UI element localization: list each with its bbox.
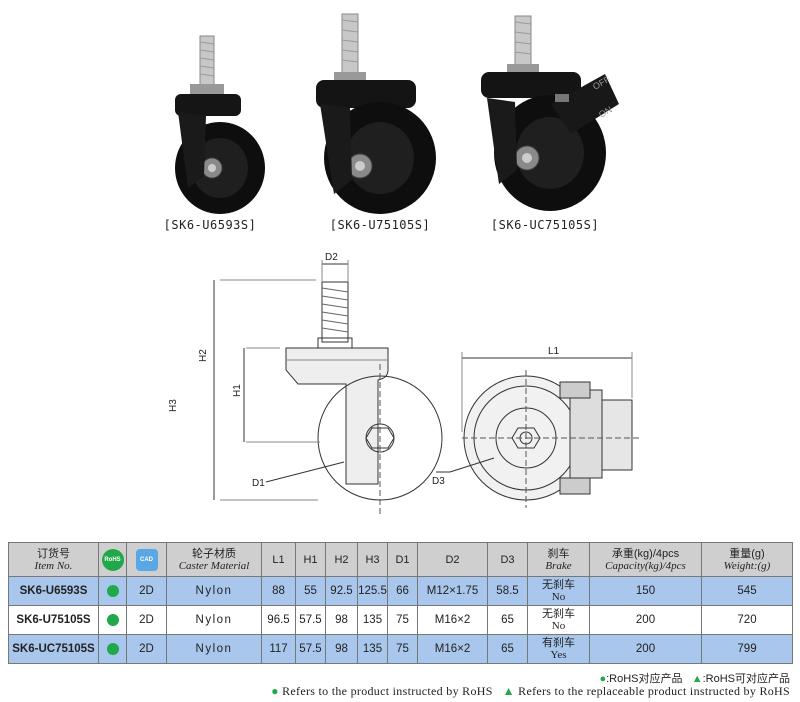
cell-h3: 125.5 bbox=[357, 576, 388, 606]
cell-weight: 799 bbox=[701, 634, 793, 664]
l1-label: L1 bbox=[548, 346, 560, 357]
cell-d1: 75 bbox=[387, 605, 418, 635]
legend-cn: ●:RoHS对应产品 ▲:RoHS可对应产品 bbox=[599, 673, 790, 685]
green-triangle-icon: ▲ bbox=[691, 673, 703, 685]
product-model-label: [SK6-U75105S] bbox=[329, 218, 431, 232]
cell-item: SK6-U6593S bbox=[8, 576, 99, 606]
d2-label: D2 bbox=[325, 252, 338, 263]
cell-h2: 92.5 bbox=[325, 576, 358, 606]
cell-l1: 96.5 bbox=[261, 605, 296, 635]
cell-h1: 55 bbox=[295, 576, 326, 606]
product-2: [SK6-U75105S] bbox=[290, 8, 470, 232]
product-1: [SK6-U6593S] bbox=[120, 8, 300, 232]
cell-d2: M16×2 bbox=[417, 634, 488, 664]
green-dot-icon bbox=[106, 642, 119, 655]
col-d3: D3 bbox=[487, 542, 528, 577]
cell-capacity: 200 bbox=[589, 634, 702, 664]
cell-item: SK6-U75105S bbox=[8, 605, 99, 635]
col-l1: L1 bbox=[261, 542, 296, 577]
product-3: OFF ON [SK6-UC75105S] bbox=[455, 8, 635, 232]
col-d1: D1 bbox=[387, 542, 418, 577]
cell-l1: 117 bbox=[261, 634, 296, 664]
cell-rohs bbox=[98, 605, 127, 635]
col-h1: H1 bbox=[295, 542, 326, 577]
product-model-label: [SK6-UC75105S] bbox=[490, 218, 600, 232]
cell-d3: 65 bbox=[487, 605, 528, 635]
cell-weight: 720 bbox=[701, 605, 793, 635]
cell-d1: 75 bbox=[387, 634, 418, 664]
col-weight: 重量(g)Weight:(g) bbox=[701, 542, 793, 577]
cell-h1: 57.5 bbox=[295, 634, 326, 664]
d3-label: D3 bbox=[432, 476, 445, 487]
cell-capacity: 150 bbox=[589, 576, 702, 606]
green-dot-icon: ● bbox=[271, 684, 279, 698]
cell-h1: 57.5 bbox=[295, 605, 326, 635]
green-triangle-icon: ▲ bbox=[502, 684, 515, 698]
cell-material: Nylon bbox=[166, 576, 262, 606]
cell-cad: 2D bbox=[126, 634, 167, 664]
cell-rohs bbox=[98, 634, 127, 664]
h3-label: H3 bbox=[168, 399, 179, 412]
cell-d3: 58.5 bbox=[487, 576, 528, 606]
col-h2: H2 bbox=[325, 542, 358, 577]
caster-photo-2 bbox=[316, 13, 436, 214]
rohs-leaf-icon: RoHS bbox=[101, 548, 124, 571]
cell-d1: 66 bbox=[387, 576, 418, 606]
technical-drawing: D2 H2 H1 H3 D1 L1 D3 bbox=[168, 252, 640, 514]
h2-label: H2 bbox=[198, 349, 209, 362]
cell-cad: 2D bbox=[126, 605, 167, 635]
caster-photo-1 bbox=[175, 35, 265, 214]
product-model-label: [SK6-U6593S] bbox=[163, 218, 257, 232]
legend-en: ● Refers to the product instructed by Ro… bbox=[271, 684, 790, 698]
cell-weight: 545 bbox=[701, 576, 793, 606]
cell-d2: M16×2 bbox=[417, 605, 488, 635]
green-dot-icon: ● bbox=[599, 673, 607, 685]
cell-material: Nylon bbox=[166, 634, 262, 664]
cell-h2: 98 bbox=[325, 634, 358, 664]
cell-d3: 65 bbox=[487, 634, 528, 664]
cell-h3: 135 bbox=[357, 605, 388, 635]
col-cad: CAD bbox=[126, 542, 167, 577]
cell-d2: M12×1.75 bbox=[417, 576, 488, 606]
cell-cad: 2D bbox=[126, 576, 167, 606]
h1-label: H1 bbox=[232, 384, 243, 397]
caster-photo-3: OFF ON bbox=[481, 15, 619, 211]
col-h3: H3 bbox=[357, 542, 388, 577]
d1-label: D1 bbox=[252, 478, 265, 489]
cell-capacity: 200 bbox=[589, 605, 702, 635]
cad-file-icon: CAD bbox=[135, 548, 158, 571]
green-dot-icon bbox=[106, 613, 119, 626]
green-dot-icon bbox=[106, 584, 119, 597]
cell-l1: 88 bbox=[261, 576, 296, 606]
cell-h2: 98 bbox=[325, 605, 358, 635]
cell-h3: 135 bbox=[357, 634, 388, 664]
col-d2: D2 bbox=[417, 542, 488, 577]
cell-item: SK6-UC75105S bbox=[8, 634, 99, 664]
col-rohs: RoHS bbox=[98, 542, 127, 577]
cell-rohs bbox=[98, 576, 127, 606]
cell-material: Nylon bbox=[166, 605, 262, 635]
